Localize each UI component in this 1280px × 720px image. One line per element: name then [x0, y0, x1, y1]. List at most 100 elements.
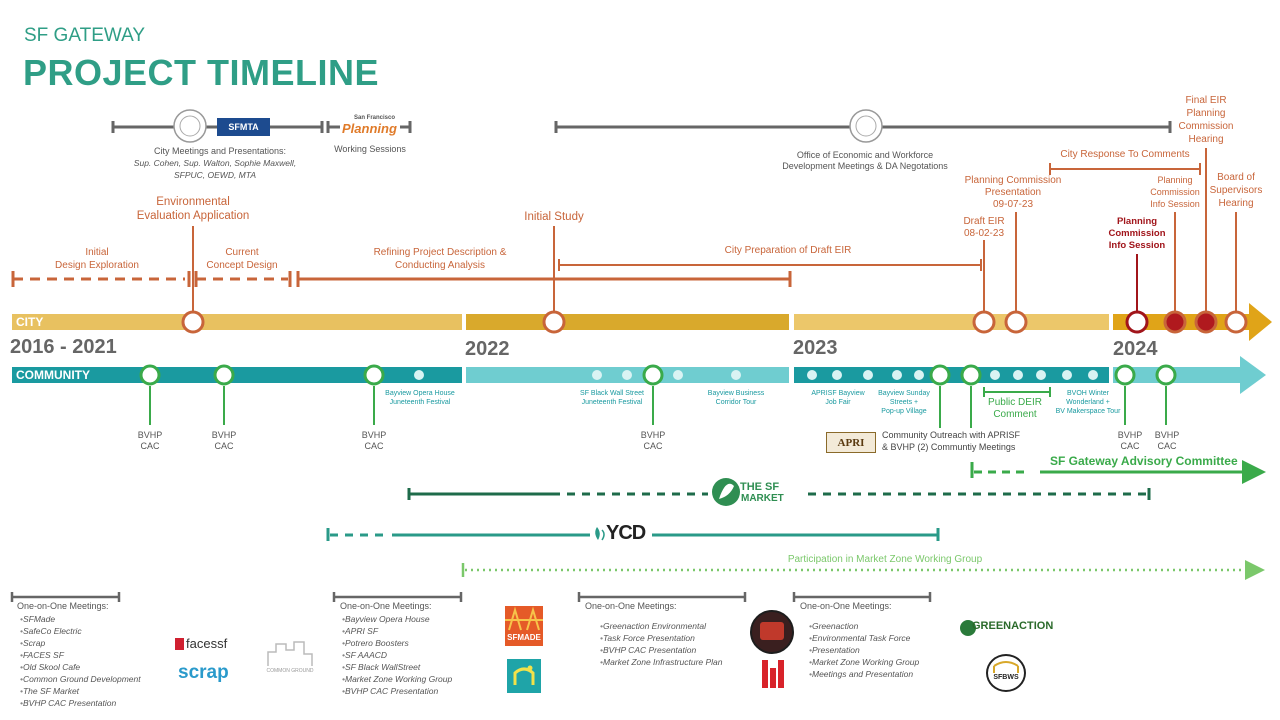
- city-people-line2: SFPUC, OEWD, MTA: [173, 170, 256, 180]
- list-item: Greenaction Environmental: [600, 620, 723, 632]
- bvoh-label-2: Wonderland +: [1066, 399, 1110, 406]
- common-ground-logo: COMMON GROUND: [264, 640, 316, 676]
- oewd-line2: Development Meetings & DA Negotations: [782, 161, 948, 171]
- phase-initial-label-1: Initial: [85, 247, 109, 258]
- pc-presentation-label-1: Planning Commission: [964, 175, 1062, 186]
- pc-presentation-label-2: Presentation: [984, 187, 1042, 198]
- community-track-label: COMMUNITY: [16, 368, 90, 382]
- round-seal-logo: [750, 610, 794, 654]
- red-bd-logo: [760, 658, 786, 690]
- bottom-col4-list: Greenaction Environmental Task Force Pre…: [809, 620, 919, 680]
- sunday-streets-label-3: Pop-up Village: [881, 408, 927, 415]
- pc-info-red-line3: Info Session: [1108, 240, 1166, 251]
- list-item: Presentation: [809, 644, 919, 656]
- outreach-label-1: Community Outreach with APRISF: [882, 430, 1021, 440]
- bvhp-cac-label: BVHP: [1154, 430, 1180, 440]
- phase-refining-bar: [296, 271, 792, 287]
- pc-info-red-line2: Commission: [1108, 228, 1166, 239]
- list-item: BVHP CAC Presentation: [20, 697, 141, 709]
- community-markers: [139, 364, 1177, 386]
- draft-eir-label: Draft EIR: [963, 216, 1005, 227]
- sunday-streets-label-1: Bayview Sunday: [878, 390, 930, 397]
- ycd-bar: [326, 528, 940, 541]
- list-item: Environmental Task Force: [809, 632, 919, 644]
- list-item: Old Skool Cafe: [20, 661, 141, 673]
- pc-info-line3: Info Session: [1150, 199, 1200, 209]
- final-eir-line3: Commission: [1178, 121, 1234, 132]
- year-2016-2021: 2016 - 2021: [10, 336, 117, 358]
- bos-line3: Hearing: [1218, 198, 1254, 209]
- list-item: Common Ground Development: [20, 673, 141, 685]
- phase-current-label-2: Concept Design: [206, 260, 278, 271]
- outreach-label-2: & BVHP (2) Communtiy Meetings: [882, 442, 1016, 452]
- final-eir-line2: Planning: [1186, 108, 1226, 119]
- list-item: BVHP CAC Presentation: [342, 685, 452, 697]
- market-zone-bar: [461, 560, 1265, 580]
- page-title: PROJECT TIMELINE: [23, 52, 380, 93]
- city-response-bar: [1049, 163, 1201, 175]
- list-item: Market Zone Working Group: [809, 656, 919, 668]
- sunday-streets-label-2: Streets +: [889, 399, 919, 406]
- bvhp-cac-label: CAC: [214, 441, 234, 451]
- apri-logo: APRI: [826, 432, 876, 453]
- market-zone-label: Participation in Market Zone Working Gro…: [787, 554, 983, 565]
- city-meetings-label: City Meetings and Presentations:: [153, 146, 287, 156]
- working-sessions-label: Working Sessions: [334, 144, 406, 154]
- community-track: [12, 356, 1266, 394]
- list-item: Greenaction: [809, 620, 919, 632]
- phase-refining-label-1: Refining Project Description &: [373, 247, 507, 258]
- greenaction-logo: GREENACTION: [960, 618, 1053, 640]
- sf-planning-logo: San Francisco Planning: [340, 115, 400, 137]
- bottom-col2-title: One-on-One Meetings:: [340, 601, 432, 611]
- list-item: Scrap: [20, 637, 141, 649]
- phase-initial-label-2: Design Exploration: [55, 260, 139, 271]
- pc-info-line2: Commission: [1150, 187, 1200, 197]
- sf-market-bar: [407, 488, 1151, 500]
- sfmta-logo: SFMTA: [217, 118, 270, 136]
- phase-current-label-1: Current: [225, 247, 259, 258]
- advisory-committee-bar: [970, 460, 1266, 484]
- sfbws-logo: SFBWS: [986, 654, 1026, 692]
- phase-current-bar: [194, 271, 292, 287]
- bbct-label-2: Corridor Tour: [715, 399, 757, 406]
- sf-market-leaf-icon: [712, 478, 740, 506]
- bvhp-cac-label: CAC: [1157, 441, 1177, 451]
- bvhp-cac-label: CAC: [364, 441, 384, 451]
- bottom-col4-title: One-on-One Meetings:: [800, 601, 892, 611]
- project-subtitle: SF GATEWAY: [24, 25, 146, 46]
- list-item: APRI SF: [342, 625, 452, 637]
- phase-city-prep-label: City Preparation of Draft EIR: [724, 245, 852, 256]
- list-item: Potrero Boosters: [342, 637, 452, 649]
- bottom-col1-list: SFMade SafeCo Electric Scrap FACES SF Ol…: [20, 613, 141, 709]
- apri-job-label-1: APRISF Bayview: [811, 390, 865, 397]
- list-item: Market Zone Infrastructure Plan: [600, 656, 723, 668]
- apri-job-label-2: Job Fair: [825, 399, 851, 406]
- list-item: Bayview Opera House: [342, 613, 452, 625]
- bvhp-cac-label: BVHP: [211, 430, 237, 440]
- bos-line2: Supervisors: [1209, 185, 1263, 196]
- bvhp-cac-label: BVHP: [640, 430, 666, 440]
- bws-label-2: Juneteenth Festival: [581, 399, 643, 406]
- year-2023: 2023: [793, 337, 838, 359]
- phase-city-prep-bar: [558, 259, 982, 271]
- list-item: Task Force Presentation: [600, 632, 723, 644]
- pc-presentation-date: 09-07-23: [992, 199, 1034, 210]
- city-track-label: CITY: [16, 315, 44, 329]
- list-item: SF AAACD: [342, 649, 452, 661]
- initial-study-label: Initial Study: [524, 211, 584, 223]
- year-2022: 2022: [465, 338, 510, 360]
- deir-comment-label-1: Public DEIR: [988, 397, 1042, 408]
- opera-house-label-1: Bayview Opera House: [385, 390, 455, 397]
- sfmade-logo: SFMADE: [505, 606, 543, 646]
- community-event-dots: [414, 370, 1098, 380]
- year-2024: 2024: [1113, 338, 1158, 360]
- bvoh-label-3: BV Makerspace Tour: [1055, 408, 1121, 415]
- bvhp-cac-label: BVHP: [361, 430, 387, 440]
- bvhp-cac-label: BVHP: [137, 430, 163, 440]
- sf-market-label-2: MARKET: [741, 493, 784, 504]
- bottom-col3-list: Greenaction Environmental Task Force Pre…: [600, 620, 723, 668]
- city-milestone-markers: [181, 310, 1248, 334]
- final-eir-line1: Final EIR: [1185, 95, 1227, 106]
- list-item: FACES SF: [20, 649, 141, 661]
- phase-refining-label-2: Conducting Analysis: [394, 260, 486, 271]
